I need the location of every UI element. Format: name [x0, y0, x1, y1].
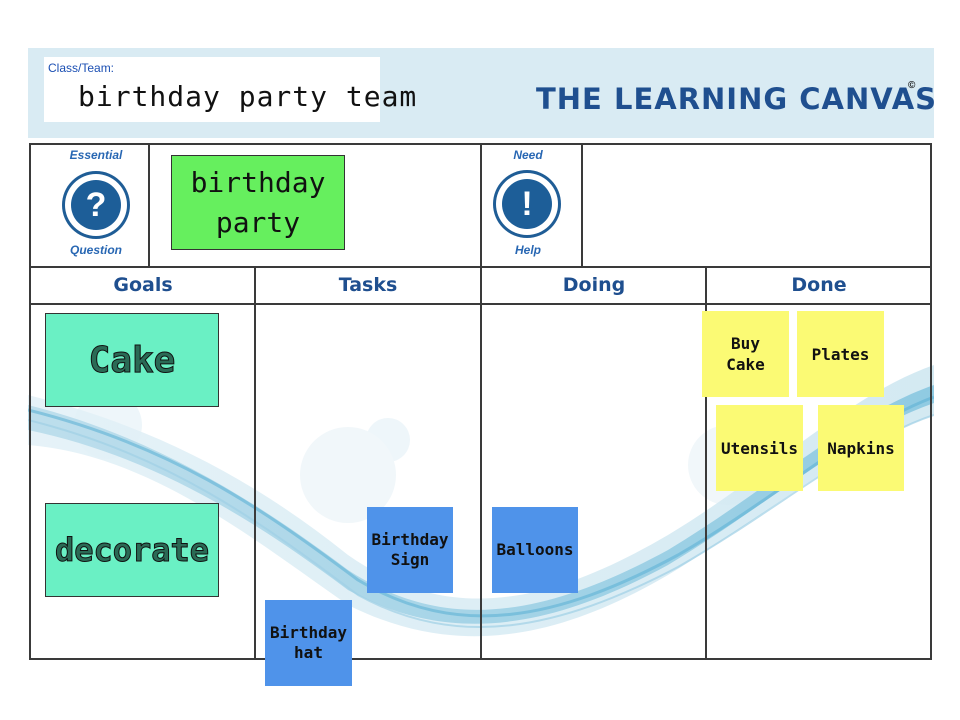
essential-label: Essential: [69, 148, 123, 162]
need-label: Need: [513, 148, 543, 162]
goal-card-decorate[interactable]: decorate: [45, 503, 219, 597]
doing-sticky-balloons[interactable]: Balloons: [492, 507, 578, 593]
tasks-doing-divider: [480, 266, 482, 660]
doing-done-divider: [705, 266, 707, 660]
task-sticky-birthday-hat[interactable]: Birthday hat: [265, 600, 352, 686]
goals-tasks-divider: [254, 266, 256, 660]
brand-title: THE LEARNING CANVAS: [536, 82, 938, 116]
column-header-tasks: Tasks: [338, 274, 398, 296]
copyright-mark: ©: [908, 80, 916, 91]
question-label: Question: [69, 243, 122, 257]
essential-question-card[interactable]: birthday party: [171, 155, 345, 250]
task-sticky-birthday-sign[interactable]: Birthday Sign: [367, 507, 453, 593]
exclamation-symbol: !: [502, 179, 552, 229]
board-right-border: [930, 143, 932, 660]
question-mark-icon: ?: [68, 177, 124, 233]
team-name[interactable]: birthday party team: [78, 80, 418, 113]
column-header-doing: Doing: [562, 274, 626, 296]
goal-card-cake[interactable]: Cake: [45, 313, 219, 407]
question-icon-divider: [148, 143, 150, 267]
board-left-border: [29, 143, 31, 660]
done-sticky-napkins[interactable]: Napkins: [818, 405, 904, 491]
help-label: Help: [514, 243, 541, 257]
column-header-done: Done: [791, 274, 847, 296]
column-header-goals: Goals: [113, 274, 173, 296]
team-name-box[interactable]: [44, 57, 380, 122]
class-team-label: Class/Team:: [48, 61, 115, 75]
done-sticky-utensils[interactable]: Utensils: [716, 405, 803, 491]
need-help-right-divider: [581, 143, 583, 267]
done-sticky-plates[interactable]: Plates: [797, 311, 884, 397]
need-help-left-divider: [480, 143, 482, 267]
question-symbol: ?: [71, 180, 121, 230]
exclamation-icon: !: [499, 176, 555, 232]
done-sticky-buy-cake[interactable]: Buy Cake: [702, 311, 789, 397]
